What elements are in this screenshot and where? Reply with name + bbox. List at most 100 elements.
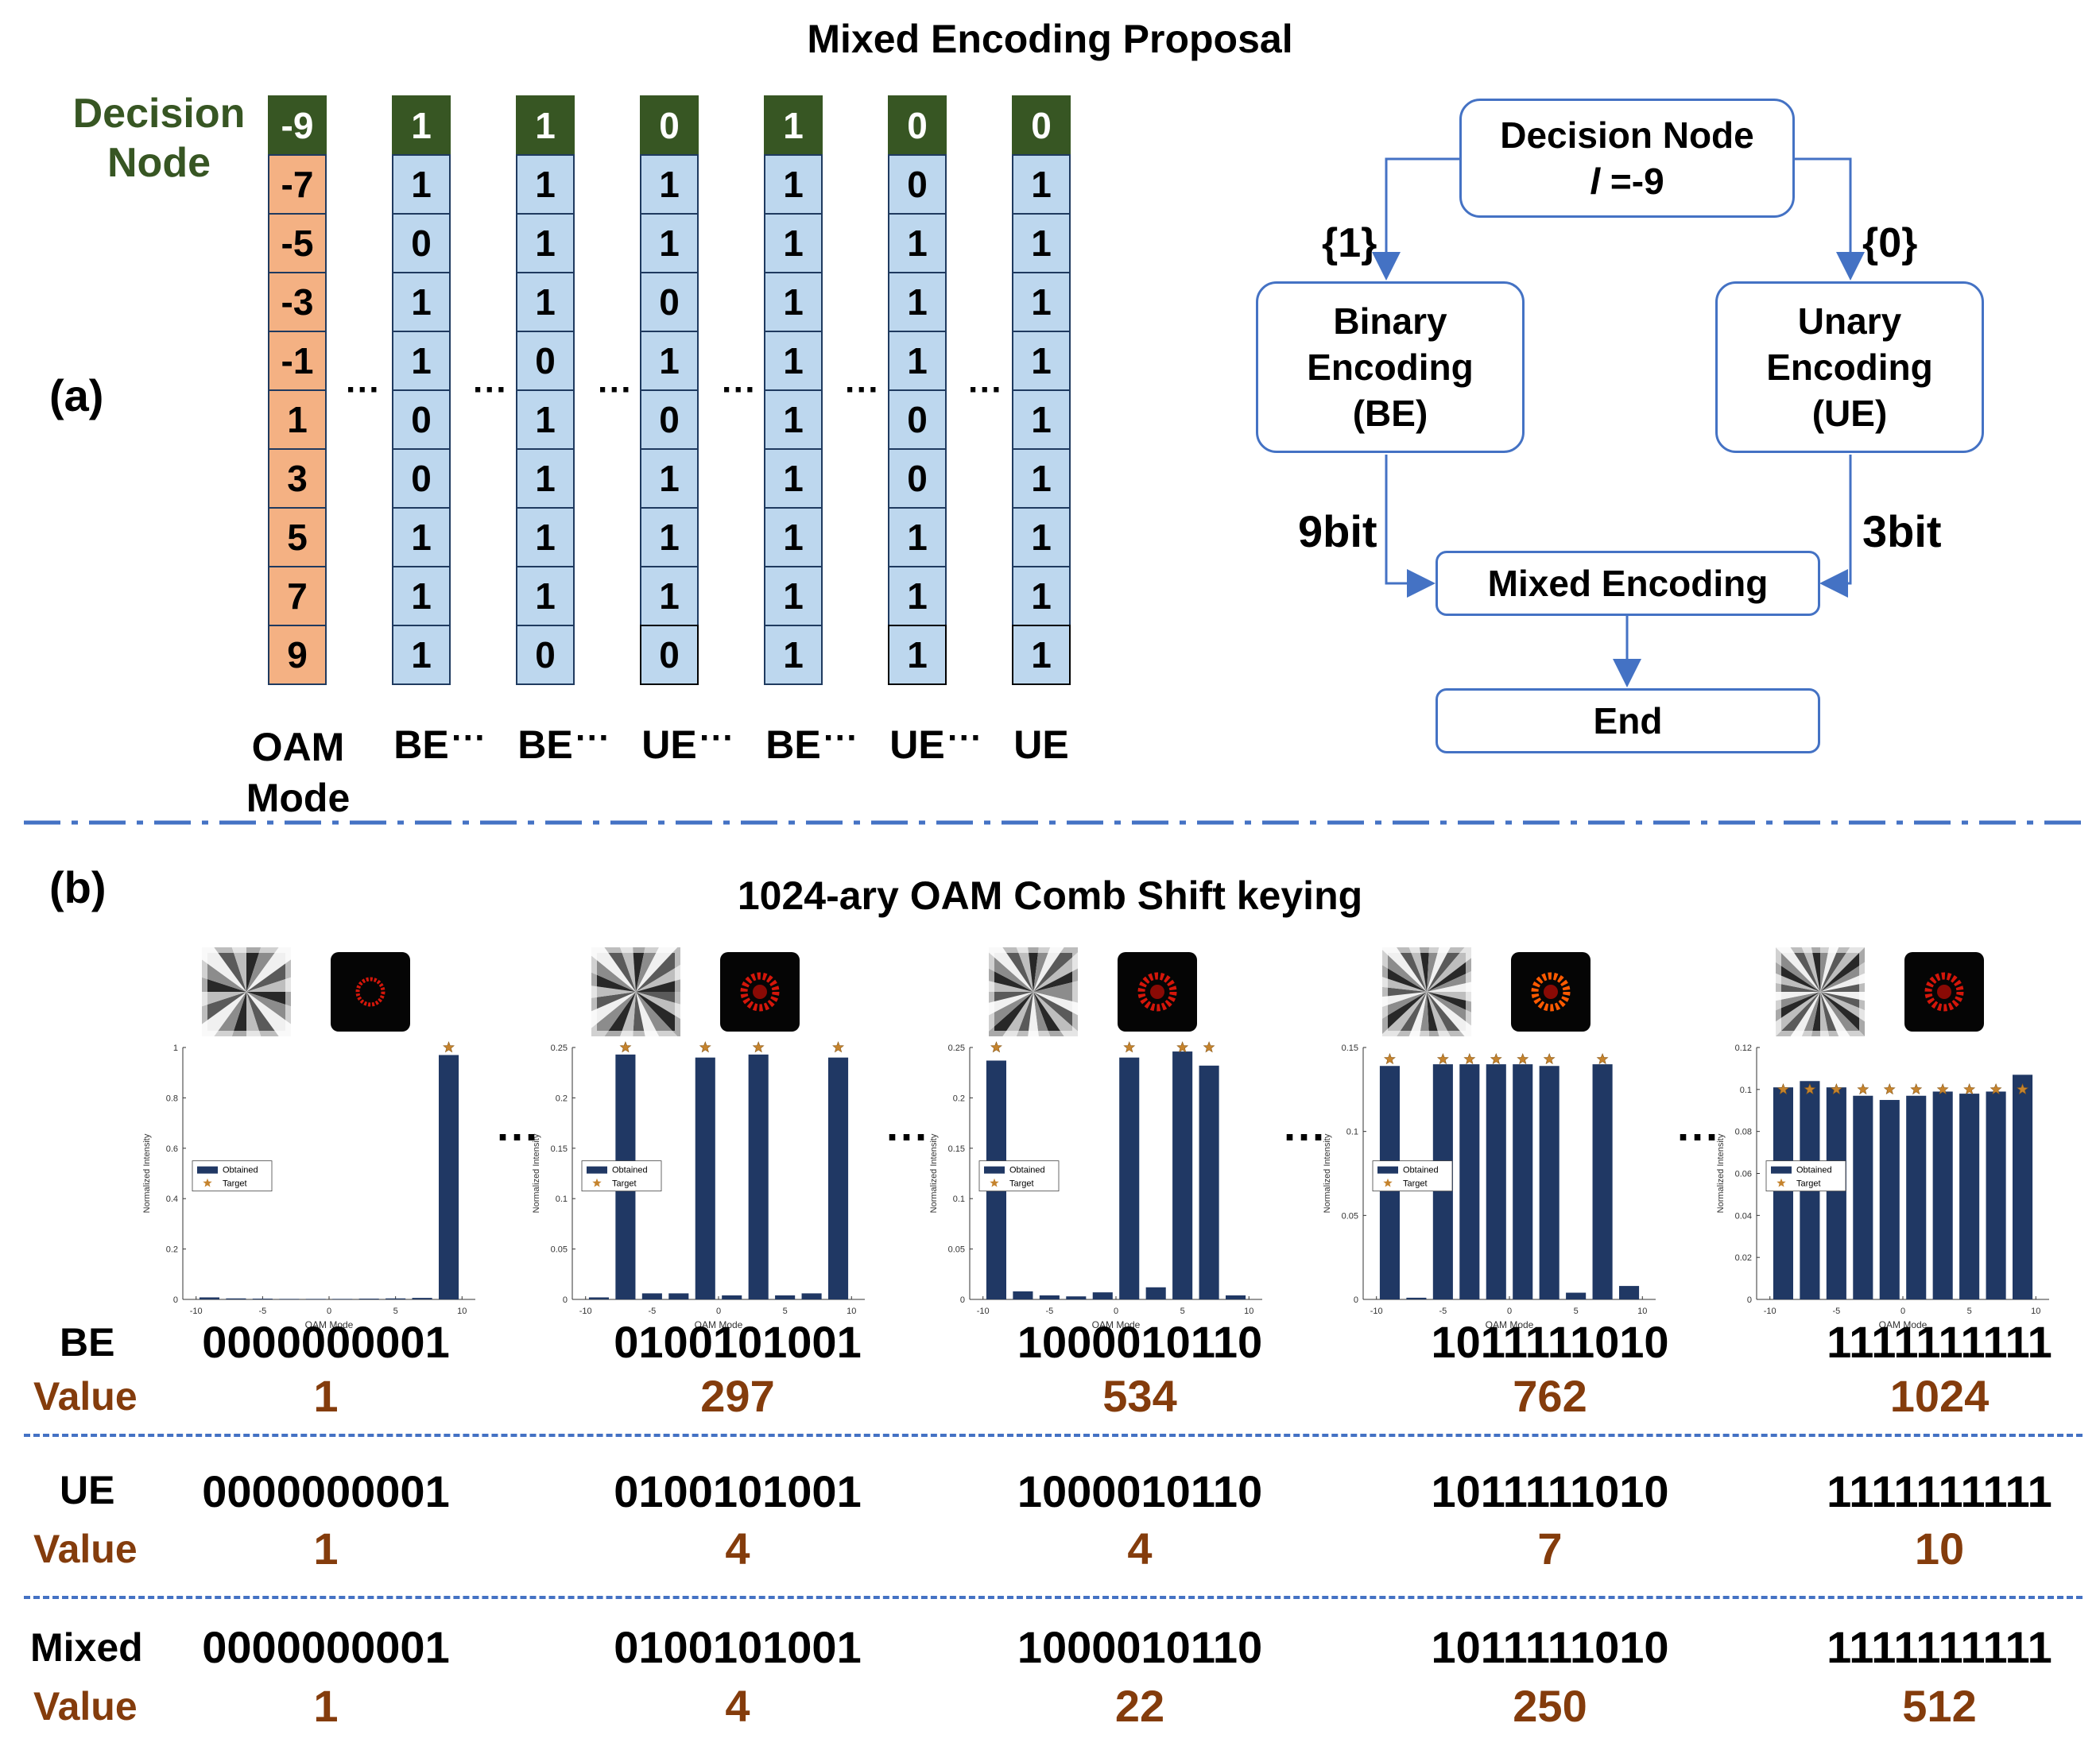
target-star (1436, 1052, 1449, 1065)
x-tick-label: -5 (258, 1307, 266, 1316)
obtained-bar (1826, 1087, 1846, 1299)
decision-node-box-line1: Decision Node (1500, 114, 1754, 156)
ellipsis: ··· (722, 370, 757, 409)
ellipsis: ··· (1677, 1113, 1720, 1161)
bit-cell: 1 (888, 625, 947, 685)
y-tick-label: 0.05 (1342, 1211, 1358, 1221)
y-tick-label: 0 (1354, 1295, 1358, 1305)
legend-obtained-label: Obtained (1403, 1166, 1439, 1175)
target-star (2017, 1082, 2028, 1095)
target-star (1176, 1041, 1189, 1053)
y-tick-label: 0.02 (1735, 1253, 1752, 1263)
ue-code: 0000000001 (202, 1466, 450, 1516)
be-code: 0100101001 (614, 1317, 862, 1367)
mixed-code: 1000010110 (1017, 1622, 1263, 1672)
bit-cell: 1 (516, 272, 575, 332)
mixed-code: 1011111010 (1431, 1622, 1669, 1672)
mixed-code: 0100101001 (614, 1622, 862, 1672)
ellipsis: ··· (823, 718, 858, 757)
legend-obtained-swatch (984, 1166, 1005, 1174)
bit-cell: 1 (764, 507, 823, 567)
column-encoding-name: BE (517, 722, 573, 767)
decision-node-l-symbol: l (1590, 161, 1601, 202)
be-code: 0000000001 (202, 1317, 450, 1367)
x-tick-label: 0 (716, 1307, 721, 1316)
bit-cell: 1 (764, 566, 823, 626)
binary-encoding-line3: (BE) (1352, 393, 1428, 434)
bit-cell: 1 (392, 566, 451, 626)
ellipsis: ··· (473, 370, 508, 409)
obtained-bar (1039, 1295, 1060, 1299)
bit-cell: 1 (516, 448, 575, 509)
mixed-value: 22 (1114, 1681, 1165, 1731)
bit-cell: 1 (516, 154, 575, 215)
y-tick-label: 0.05 (948, 1245, 965, 1255)
ellipsis: ··· (451, 718, 486, 757)
bit-cell: 0 (640, 389, 699, 450)
x-tick-label: 5 (393, 1307, 398, 1316)
obtained-bar (775, 1295, 796, 1299)
flowchart-connectors (1372, 157, 1865, 687)
bit-cell: 1 (640, 566, 699, 626)
x-tick-label: 10 (1244, 1307, 1253, 1316)
bit-cell: 1 (1012, 625, 1071, 685)
y-tick-label: 0.2 (556, 1094, 568, 1103)
binary-encoding-line1: Binary (1333, 300, 1447, 342)
bit-cell: 1 (516, 213, 575, 273)
bit-cell: 0 (392, 448, 451, 509)
y-tick-label: 0.2 (953, 1094, 965, 1103)
obtained-bar (439, 1055, 459, 1299)
unary-encoding-line2: Encoding (1766, 347, 1933, 388)
x-tick-label: 0 (1507, 1307, 1512, 1316)
phase-hologram-image (1776, 947, 1865, 1036)
obtained-bar (2013, 1074, 2033, 1299)
ellipsis: ··· (575, 718, 610, 757)
obtained-bar (1879, 1100, 1900, 1299)
intensity-profile-image (720, 952, 800, 1032)
y-tick-label: 0.06 (1735, 1170, 1752, 1179)
bit-cell: 1 (640, 507, 699, 567)
obtained-bar (801, 1293, 822, 1299)
unary-encoding-line1: Unary (1797, 300, 1902, 342)
bit-cell: 1 (764, 213, 823, 273)
obtained-bar (1066, 1296, 1087, 1299)
y-tick-label: 0.15 (1342, 1043, 1358, 1053)
decision-node-label: Decision Node (64, 89, 254, 188)
right-bits-label: 3bit (1862, 506, 1942, 556)
legend-target-label: Target (1009, 1179, 1034, 1189)
decision-node-label-line2: Node (107, 140, 211, 186)
obtained-bar (1773, 1087, 1793, 1299)
panel-b-title: 1024-ary OAM Comb Shift keying (737, 873, 1363, 918)
obtained-bar (1619, 1286, 1640, 1299)
phase-hologram-image (989, 947, 1078, 1036)
edge-unary-to-mixed (1819, 455, 1852, 598)
x-tick-label: 0 (1114, 1307, 1118, 1316)
obtained-bar (588, 1297, 609, 1299)
mixed-value: 1 (313, 1681, 339, 1731)
legend-target-star (990, 1178, 999, 1187)
bit-cell: 0 (392, 213, 451, 273)
be-value: 534 (1102, 1371, 1177, 1421)
target-star (1910, 1082, 1923, 1095)
column-encoding-name: UE (1013, 722, 1069, 767)
x-tick-label: -10 (1370, 1307, 1383, 1316)
obtained-bar (1406, 1297, 1427, 1299)
column-encoding-name: UE (889, 722, 945, 767)
bit-cell: 1 (888, 213, 947, 273)
x-tick-label: 5 (1574, 1307, 1579, 1316)
column-encoding-name: UE (641, 722, 697, 767)
decision-node-box-line2: l =-9 (1590, 158, 1664, 204)
obtained-bar (695, 1057, 715, 1299)
oam-cell: -7 (268, 154, 327, 215)
y-tick-label: 0.15 (551, 1144, 568, 1154)
target-star (1596, 1052, 1609, 1065)
obtained-bar (828, 1057, 849, 1299)
bit-cell: 1 (888, 272, 947, 332)
ue-value: 1 (313, 1524, 339, 1574)
x-axis-label: OAM Mode (695, 1319, 743, 1330)
obtained-bar (1986, 1091, 2006, 1299)
obtained-bar (1145, 1287, 1166, 1299)
